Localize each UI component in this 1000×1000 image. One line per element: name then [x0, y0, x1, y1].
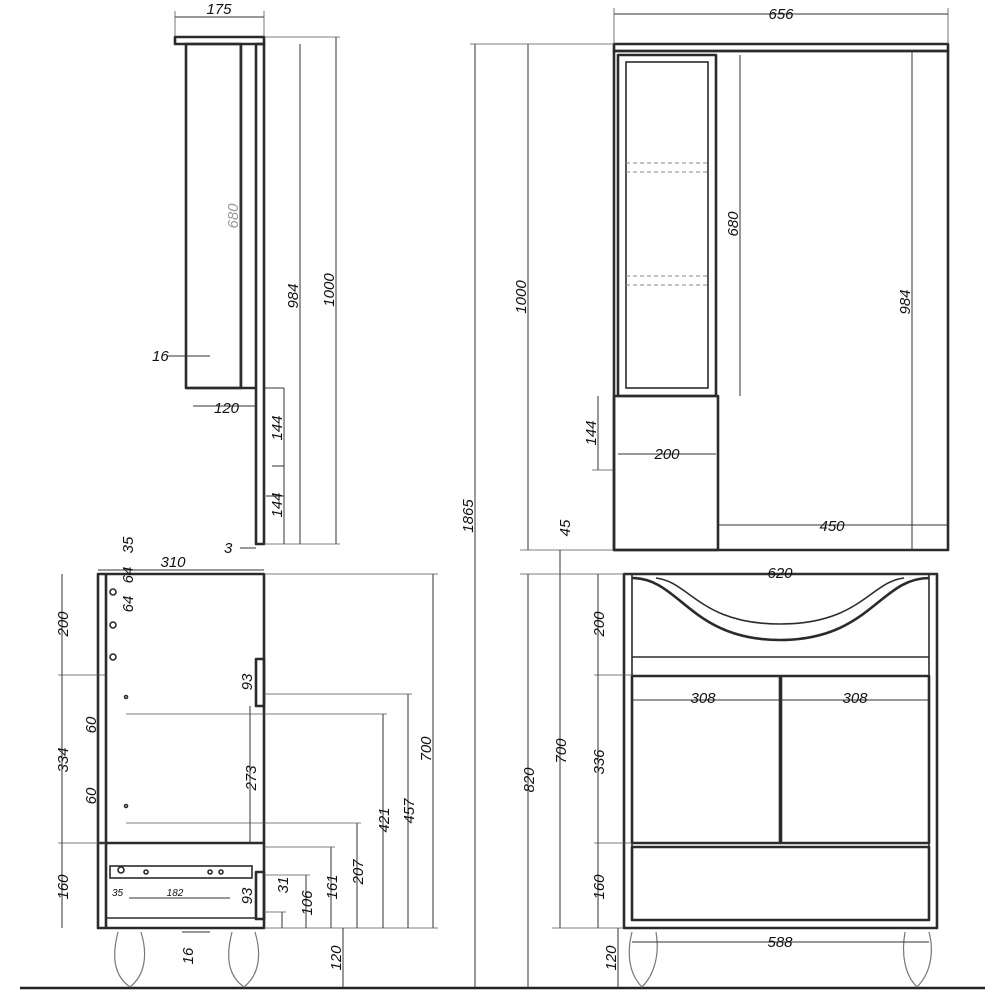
label-60-b: 60 — [83, 787, 100, 804]
washbasin — [631, 576, 930, 642]
top-side-view — [173, 35, 266, 546]
base-side-body — [96, 572, 266, 930]
label-700-side: 700 — [418, 736, 435, 762]
top-front-bottom-block — [612, 394, 720, 552]
label-207: 207 — [350, 859, 367, 886]
rail-hole-3 — [207, 869, 213, 875]
label-308-right: 308 — [842, 690, 868, 707]
label-334: 334 — [55, 747, 72, 772]
mount-hole-1 — [109, 588, 117, 596]
label-144-a: 144 — [269, 415, 286, 440]
leg-left — [114, 931, 146, 988]
label-45-gap: 45 — [557, 519, 574, 536]
label-160-side: 160 — [55, 874, 72, 900]
label-984-front: 984 — [897, 289, 914, 314]
label-820-front: 820 — [521, 767, 538, 793]
label-16-leg: 16 — [180, 947, 197, 964]
label-336: 336 — [591, 749, 608, 775]
top-front-open-column — [616, 53, 718, 398]
top-front-body — [612, 49, 950, 552]
rail-hole-2 — [143, 869, 149, 875]
base-front-dimensions: 620 200 308 308 336 700 820 160 588 120 — [520, 565, 937, 988]
label-457: 457 — [401, 798, 418, 824]
label-200-side: 200 — [55, 611, 72, 638]
label-depth-310: 310 — [160, 554, 186, 571]
label-588-base: 588 — [767, 934, 793, 951]
label-width-656: 656 — [768, 6, 794, 23]
label-200-column: 200 — [653, 446, 680, 463]
top-front-dimensions: 656 680 984 1000 144 200 450 1865 45 — [460, 6, 949, 988]
label-106: 106 — [299, 890, 316, 916]
label-35-top: 35 — [120, 536, 137, 553]
shelf-pin-2 — [123, 803, 129, 809]
drawer-rail — [109, 865, 253, 879]
label-93-upper: 93 — [239, 673, 256, 690]
base-side-view — [96, 572, 266, 988]
label-984-side: 984 — [285, 283, 302, 308]
label-308-left: 308 — [690, 690, 716, 707]
label-120-leg-front: 120 — [603, 945, 620, 971]
label-3-gap: 3 — [224, 540, 233, 557]
washbasin-rim — [655, 577, 905, 625]
label-680-front: 680 — [725, 211, 742, 237]
label-161: 161 — [324, 874, 341, 899]
label-35-rail: 35 — [112, 888, 124, 899]
handle-lower — [254, 870, 266, 921]
label-200-front: 200 — [591, 611, 608, 638]
top-side-dimensions: 175 680 984 1000 16 120 144 144 3 — [152, 1, 340, 557]
leg-front-right — [902, 931, 932, 988]
mount-hole-3 — [109, 653, 117, 661]
mount-hole-2 — [109, 621, 117, 629]
top-front-view — [612, 42, 950, 552]
label-60-a: 60 — [83, 716, 100, 733]
label-620-basin: 620 — [767, 565, 793, 582]
label-160-front: 160 — [591, 874, 608, 900]
label-inner-680-side: 680 — [225, 203, 242, 229]
label-450-mirror: 450 — [819, 518, 845, 535]
label-421: 421 — [376, 807, 393, 832]
top-side-back-panel — [254, 42, 266, 546]
rail-hole-4 — [218, 869, 224, 875]
label-64-a: 64 — [120, 567, 137, 584]
label-31: 31 — [275, 877, 292, 894]
top-front-column-inner — [625, 61, 709, 389]
label-120-leg-side: 120 — [328, 945, 345, 971]
label-182-rail: 182 — [167, 888, 184, 899]
label-width-175: 175 — [206, 1, 232, 18]
leg-front-left — [628, 931, 658, 988]
label-64-b: 64 — [120, 596, 137, 613]
rail-hole-1 — [117, 866, 125, 874]
shelf-pin-1 — [123, 694, 129, 700]
door-right — [779, 674, 931, 845]
leg-right — [228, 931, 260, 988]
label-1000-side: 1000 — [321, 273, 338, 307]
label-1865-overall: 1865 — [460, 499, 477, 533]
drawer-front — [630, 845, 931, 922]
label-273: 273 — [243, 765, 260, 792]
handle-upper — [254, 657, 266, 708]
label-120-depth: 120 — [214, 400, 240, 417]
base-side-dimensions: 310 35 64 64 200 60 60 334 93 273 700 45… — [55, 536, 438, 988]
base-front-view — [622, 572, 939, 988]
label-144-front: 144 — [583, 420, 600, 445]
label-93-lower: 93 — [239, 887, 256, 904]
label-700-front: 700 — [553, 738, 570, 764]
label-1000-front: 1000 — [513, 280, 530, 314]
label-144-b: 144 — [269, 492, 286, 517]
label-16-top: 16 — [152, 348, 169, 365]
